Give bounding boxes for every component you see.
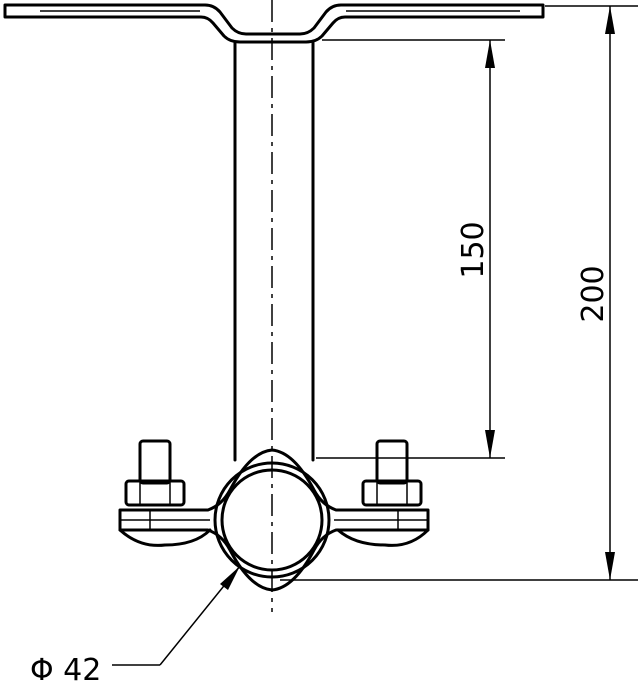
dimension-200: 200 [280,5,638,581]
dimension-label-150: 150 [456,221,491,278]
diameter-leader: Φ 42 [30,565,241,688]
mounting-plate [3,3,545,44]
pipe [220,468,324,572]
dimension-150: 150 [316,39,505,459]
dimension-label-200: 200 [576,265,611,322]
dimension-label-diameter: Φ 42 [30,653,101,688]
bolt-right [361,439,423,507]
clamp [118,448,430,592]
bolt-left [124,439,186,507]
